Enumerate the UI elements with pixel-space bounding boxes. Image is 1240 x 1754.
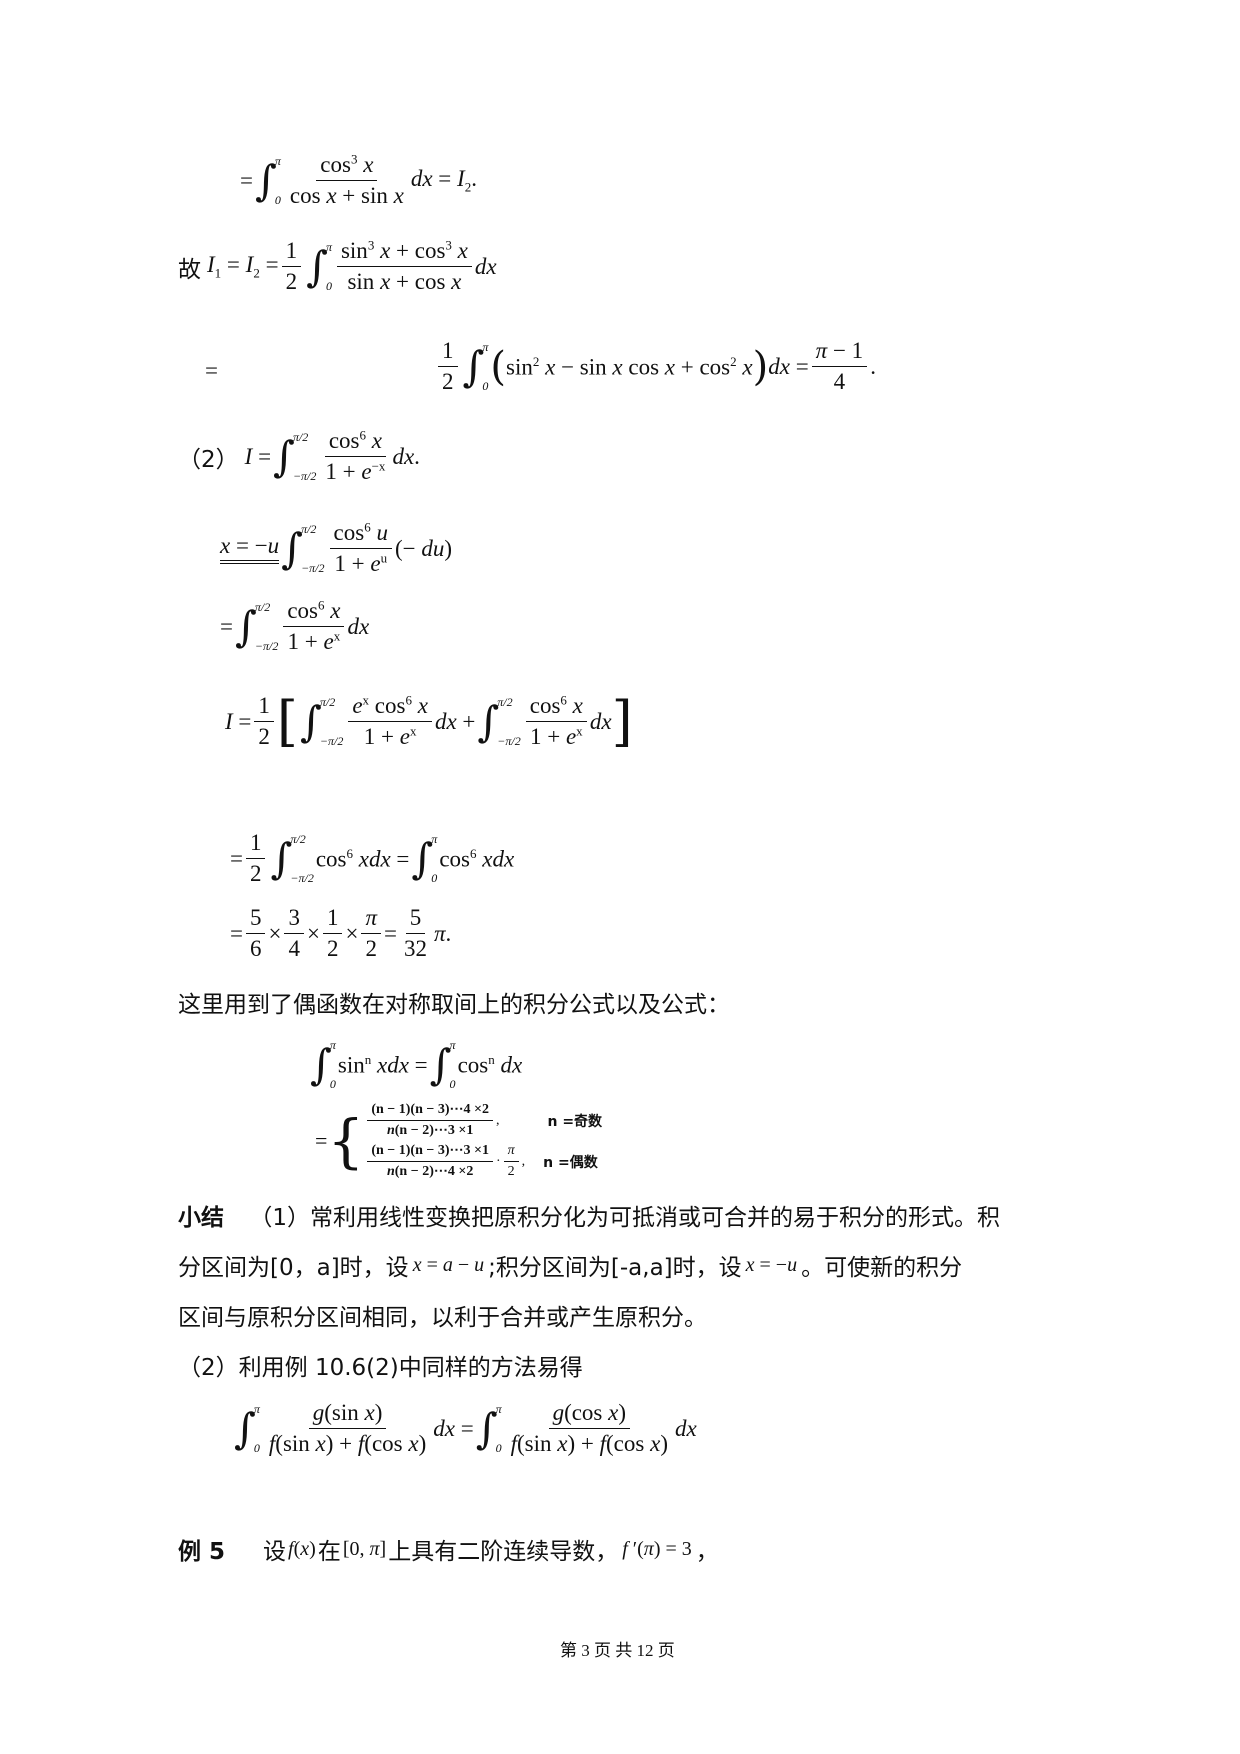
summary-l2-a: 分区间为[0，a]时，设 (178, 1255, 409, 1281)
eq-line-3-eq: = (205, 358, 218, 383)
example-b: 在 (317, 1539, 341, 1565)
summary-head: 小结 (178, 1205, 224, 1231)
example-a: 设 (263, 1539, 287, 1565)
example-d: ， (695, 1539, 719, 1565)
summary-l3: 区间与原积分区间相同，以利于合并或产生原积分。 (178, 1305, 707, 1331)
note-text: 这里用到了偶函数在对称取间上的积分公式以及公式： (178, 992, 730, 1018)
summary-l1: （1）常利用线性变换把原积分化为可抵消或可合并的易于积分的形式。积 (249, 1205, 1000, 1231)
summary-l2-b: ;积分区间为[-a,a]时，设 (488, 1255, 742, 1281)
summary-l4: （2）利用例 10.6(2)中同样的方法易得 (178, 1355, 583, 1381)
page-footer: 第 3 页 共 12 页 (560, 1641, 675, 1660)
summary-line-2: 分区间为[0，a]时，设 x = a − u ;积分区间为[-a,a]时，设 x… (178, 1248, 962, 1282)
even-label: n =偶数 (543, 1154, 598, 1171)
part2-label: （2） (178, 446, 239, 473)
odd-label: n =奇数 (547, 1113, 603, 1130)
intro-label: 故 (178, 256, 201, 283)
example-head: 例 5 (178, 1539, 226, 1565)
summary-l2-c: 。可使新的积分 (801, 1255, 963, 1281)
summary-line-1: 小结 （1）常利用线性变换把原积分化为可抵消或可合并的易于积分的形式。积 (178, 1198, 1000, 1232)
example-5-line: 例 5 设 f(x) 在 [0, π] 上具有二阶连续导数， f ′(π) = … (178, 1532, 719, 1566)
example-c: 上具有二阶连续导数， (388, 1539, 619, 1565)
